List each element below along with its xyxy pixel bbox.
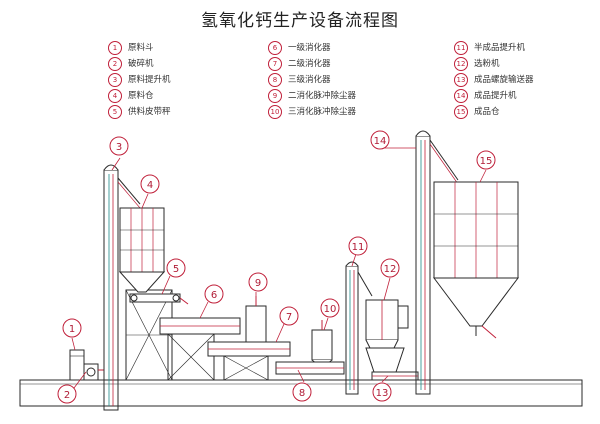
callout-leaders [71,147,487,389]
legend-item-5: 5 供料皮带秤 [108,104,171,120]
callout-15: 15 [476,150,496,170]
legend-item-15: 15 成品仓 [454,104,500,120]
separator-hopper [365,347,405,373]
callout-5: 5 [166,258,186,278]
legend-item-11: 11 半成品提升机 [454,40,525,56]
legend-number: 11 [454,41,468,55]
legend-number: 2 [108,57,122,71]
svg-text:7: 7 [286,312,292,323]
silo-support-frame [125,289,173,381]
svg-text:11: 11 [352,242,365,253]
first-stage-hydrator [159,317,241,381]
belt-scale-feeder [129,293,189,305]
callout-14: 14 [370,130,390,150]
finished-product-silo [433,181,519,339]
legend-number: 12 [454,57,468,71]
legend-number: 9 [268,89,282,103]
legend-number: 14 [454,89,468,103]
legend-label: 原料提升机 [128,75,171,85]
raw-material-hopper [69,349,85,381]
svg-text:9: 9 [255,278,261,289]
callout-11: 11 [348,236,368,256]
legend-item-10: 10 三消化脉冲除尘器 [268,104,356,120]
callout-7: 7 [279,306,299,326]
legend-number: 3 [108,73,122,87]
callout-4: 4 [140,174,160,194]
second-stage-hydrator [207,341,291,381]
svg-text:15: 15 [480,156,493,167]
legend-label: 半成品提升机 [474,43,526,53]
legend-label: 破碎机 [128,59,154,69]
callouts: 1 2 3 4 5 6 7 8 9 10 11 12 13 14 15 [57,130,496,404]
legend-label: 供料皮带秤 [128,107,171,117]
svg-text:4: 4 [147,180,153,191]
svg-text:14: 14 [374,136,387,147]
legend-item-2: 2 破碎机 [108,56,154,72]
raw-material-elevator [103,164,141,411]
svg-text:3: 3 [116,142,122,153]
legend-number: 10 [268,105,282,119]
legend-item-4: 4 原料仓 [108,88,154,104]
crusher [83,363,104,381]
callout-6: 6 [204,284,224,304]
legend-item-7: 7 二级消化器 [268,56,331,72]
legend-label: 原料仓 [128,91,154,101]
screw-conveyor [371,371,419,381]
diagram-title: 氢氧化钙生产设备流程图 [201,11,399,31]
svg-text:10: 10 [324,304,337,315]
legend-item-9: 9 二消化脉冲除尘器 [268,88,356,104]
legend-label: 三消化脉冲除尘器 [288,107,357,117]
legend-item-13: 13 成品螺旋输送器 [454,72,534,88]
legend-label: 一级消化器 [288,43,331,53]
raw-material-silo [118,207,166,293]
svg-text:6: 6 [211,290,217,301]
legend-item-1: 1 原料斗 [108,40,154,56]
svg-text:8: 8 [299,388,305,399]
legend-label: 选粉机 [474,59,500,69]
legend-label: 三级消化器 [288,75,331,85]
callout-8: 8 [292,382,312,402]
legend-number: 8 [268,73,282,87]
callout-12: 12 [380,258,400,278]
svg-text:5: 5 [173,264,179,275]
legend-number: 1 [108,41,122,55]
svg-text:2: 2 [64,390,70,401]
finished-product-elevator [415,130,459,395]
legend-number: 4 [108,89,122,103]
legend-number: 15 [454,105,468,119]
legend-label: 二级消化器 [288,59,331,69]
pulse-dust-collector-3 [311,320,333,369]
legend-item-6: 6 一级消化器 [268,40,331,56]
legend-number: 7 [268,57,282,71]
callout-3: 3 [109,136,129,156]
svg-text:13: 13 [376,388,389,399]
callout-2: 2 [57,384,77,404]
callout-9: 9 [248,272,268,292]
svg-text:12: 12 [384,264,397,275]
legend-item-8: 8 三级消化器 [268,72,331,88]
legend-item-3: 3 原料提升机 [108,72,171,88]
legend-label: 原料斗 [128,43,154,53]
legend-label: 成品螺旋输送器 [474,75,534,85]
callout-1: 1 [62,318,82,338]
callout-13: 13 [372,382,392,402]
legend-number: 5 [108,105,122,119]
third-stage-hydrator [275,361,345,375]
callout-10: 10 [320,298,340,318]
legend-label: 成品仓 [474,107,500,117]
legend-item-14: 14 成品提升机 [454,88,517,104]
legend-label: 成品提升机 [474,91,517,101]
legend-number: 13 [454,73,468,87]
svg-text:1: 1 [69,324,75,335]
legend-item-12: 12 选粉机 [454,56,500,72]
legend-number: 6 [268,41,282,55]
legend-label: 二消化脉冲除尘器 [288,91,357,101]
